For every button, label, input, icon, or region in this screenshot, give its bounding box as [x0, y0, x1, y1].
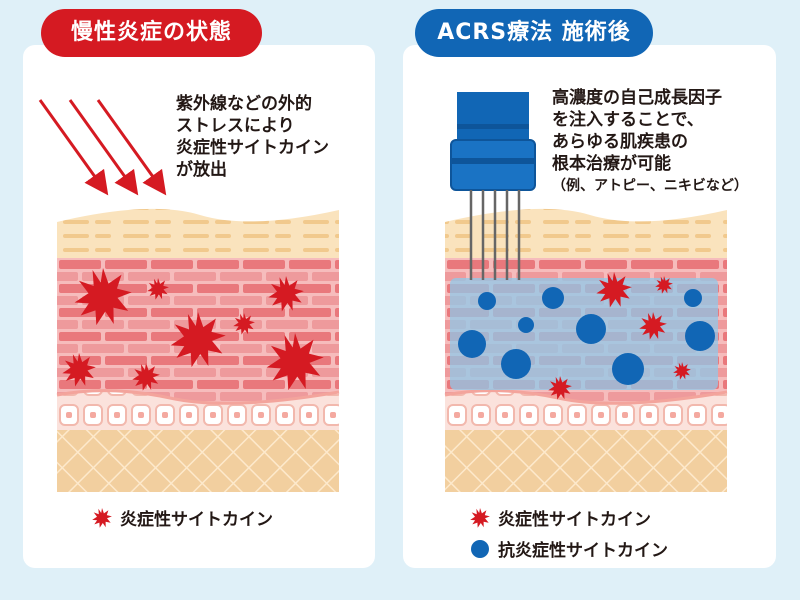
right-title: ACRS療法 施術後 [437, 20, 631, 45]
right-description: 高濃度の自己成長因子 を注入することで、 あらゆる肌疾患の 根本治療が可能 （例… [552, 87, 748, 197]
right-legend-item: 抗炎症性サイトカイン [470, 536, 668, 561]
left-description-line: 紫外線などの外的 [176, 94, 312, 114]
uv-arrows [38, 99, 167, 196]
anti-inflammatory-circle [576, 314, 606, 344]
red-starburst-icon [470, 507, 490, 528]
injector-device [450, 92, 536, 280]
blue-circle-icon [471, 539, 489, 558]
anti-inflammatory-circle [518, 317, 534, 333]
left-skin-diagram [56, 208, 340, 492]
right-description-line: あらゆる肌疾患の [552, 132, 688, 152]
right-title-badge: ACRS療法 施術後 [415, 9, 653, 57]
left-title-badge: 慢性炎症の状態 [41, 9, 262, 57]
right-legend-item: 炎症性サイトカイン [470, 505, 651, 530]
right-description-line: を注入することで、 [552, 110, 704, 130]
legend-label: 炎症性サイトカイン [120, 510, 273, 530]
left-legend-item: 炎症性サイトカイン [92, 505, 273, 530]
right-description-line: 高濃度の自己成長因子 [552, 88, 722, 108]
anti-inflammatory-circle [684, 289, 702, 307]
left-description-line: ストレスにより [176, 116, 295, 136]
anti-inflammatory-circle [458, 330, 486, 358]
anti-inflammatory-circle [542, 287, 564, 309]
red-starburst-icon [92, 507, 112, 528]
legend-label: 炎症性サイトカイン [498, 510, 651, 530]
right-cytokines [458, 272, 715, 400]
anti-inflammatory-circle [478, 292, 496, 310]
left-description-line: 炎症性サイトカイン [176, 138, 329, 158]
anti-inflammatory-circle [685, 321, 715, 351]
anti-inflammatory-circle [612, 353, 644, 385]
right-skin-diagram [444, 208, 728, 492]
left-description-line: が放出 [176, 160, 227, 180]
anti-inflammatory-circle [501, 349, 531, 379]
left-description: 紫外線などの外的 ストレスにより 炎症性サイトカイン が放出 [176, 93, 329, 181]
legend-label: 抗炎症性サイトカイン [498, 541, 668, 561]
left-title: 慢性炎症の状態 [70, 20, 232, 45]
right-description-line: 根本治療が可能 [552, 154, 671, 174]
right-description-example: （例、アトピー、ニキビなど） [552, 178, 748, 194]
